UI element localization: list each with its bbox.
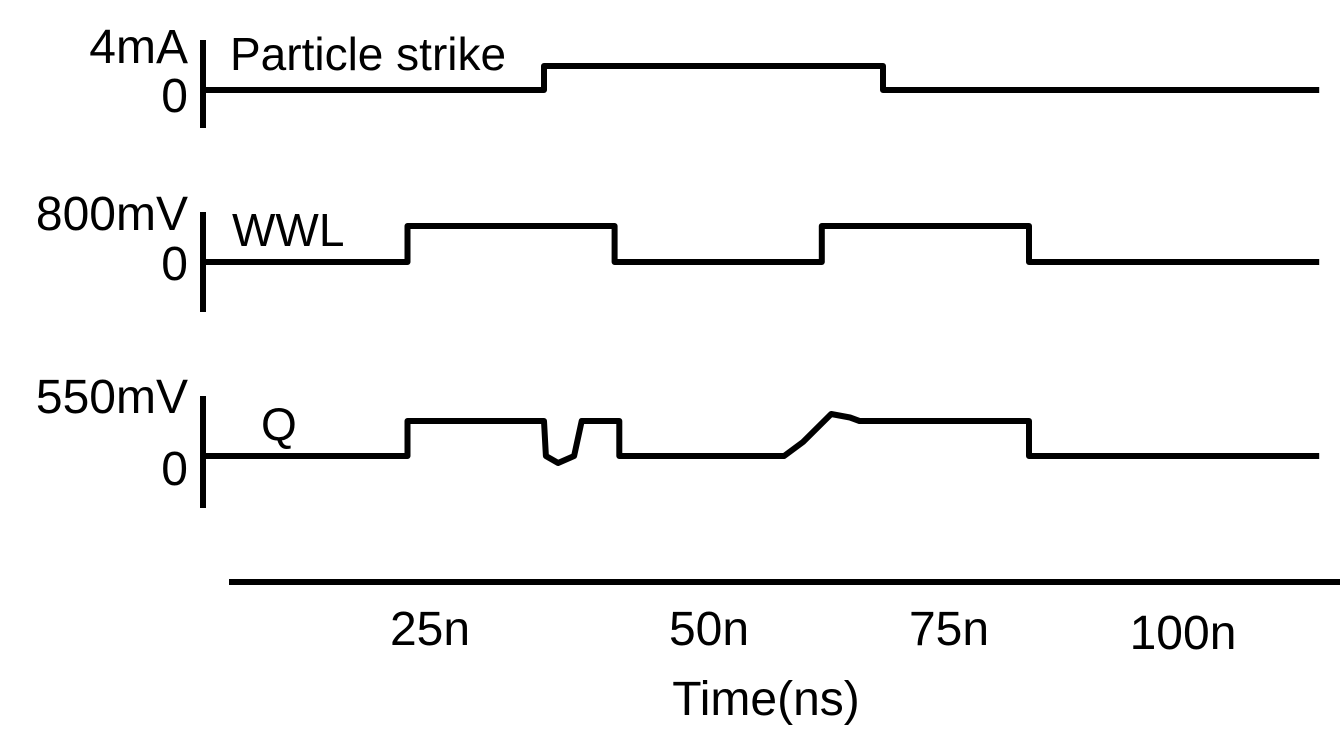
x-tick-label: 75n bbox=[909, 603, 989, 656]
series-label-q: Q bbox=[261, 398, 297, 450]
time-axis: 25n 50n 75n 100n Time(ns) bbox=[229, 579, 1340, 726]
series-label-wwl: WWL bbox=[232, 204, 344, 256]
series-label-particle-strike: Particle strike bbox=[230, 28, 506, 80]
x-tick-label: 50n bbox=[669, 603, 749, 656]
waveform-wwl bbox=[202, 223, 1320, 265]
waveform-particle-strike bbox=[202, 63, 1320, 93]
y-max-label-particle-strike: 4mA bbox=[89, 21, 188, 74]
x-axis-title: Time(ns) bbox=[672, 673, 860, 726]
panel-wwl: 800mV 0 WWL bbox=[36, 188, 1320, 312]
x-tick-label: 25n bbox=[390, 603, 470, 656]
y-max-label-wwl: 800mV bbox=[36, 188, 188, 241]
waveform-q bbox=[202, 411, 1320, 466]
x-tick-label: 100n bbox=[1130, 607, 1237, 660]
panel-q: 550mV 0 Q bbox=[36, 371, 1320, 508]
y-zero-label-q: 0 bbox=[161, 443, 188, 496]
panel-particle-strike: 4mA 0 Particle strike bbox=[89, 21, 1320, 128]
y-max-label-q: 550mV bbox=[36, 371, 188, 424]
y-zero-label-wwl: 0 bbox=[161, 238, 188, 291]
y-zero-label-particle-strike: 0 bbox=[161, 70, 188, 123]
